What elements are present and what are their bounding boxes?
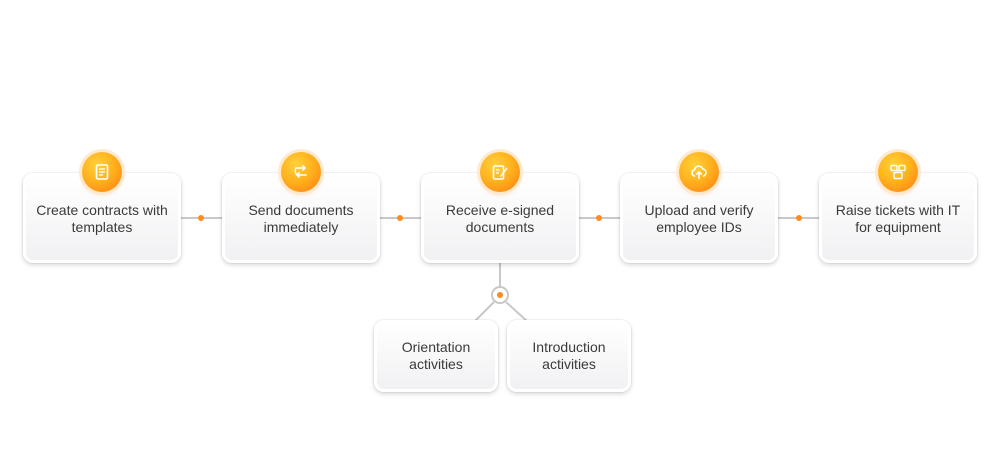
step-label: Send documents immediately: [248, 202, 354, 235]
branch-right: [505, 301, 529, 323]
cloud-upload-icon: [679, 152, 719, 192]
branch-label: Introduction activities: [532, 339, 606, 372]
branch-node-dot: [497, 292, 503, 298]
connector-dot: [796, 215, 802, 221]
step-label: Upload and verify employee IDs: [644, 202, 754, 235]
step-label: Receive e-signed documents: [445, 202, 555, 235]
branch-left: [473, 301, 495, 323]
branch-label: Orientation activities: [401, 339, 471, 372]
send-arrows-icon: [281, 152, 321, 192]
step-label: Raise tickets with IT for equipment: [835, 202, 961, 235]
connector-dot: [596, 215, 602, 221]
pen-document-icon: [480, 152, 520, 192]
step-label: Create contracts with templates: [36, 202, 168, 235]
connector-dot: [198, 215, 204, 221]
branch-card-orientation: Orientation activities: [374, 320, 498, 392]
ticket-equipment-icon: [878, 152, 918, 192]
branch-card-introduction: Introduction activities: [507, 320, 631, 392]
document-lines-icon: [82, 152, 122, 192]
step-card-raise-tickets: Raise tickets with IT for equipment: [819, 173, 977, 263]
connector-dot: [397, 215, 403, 221]
